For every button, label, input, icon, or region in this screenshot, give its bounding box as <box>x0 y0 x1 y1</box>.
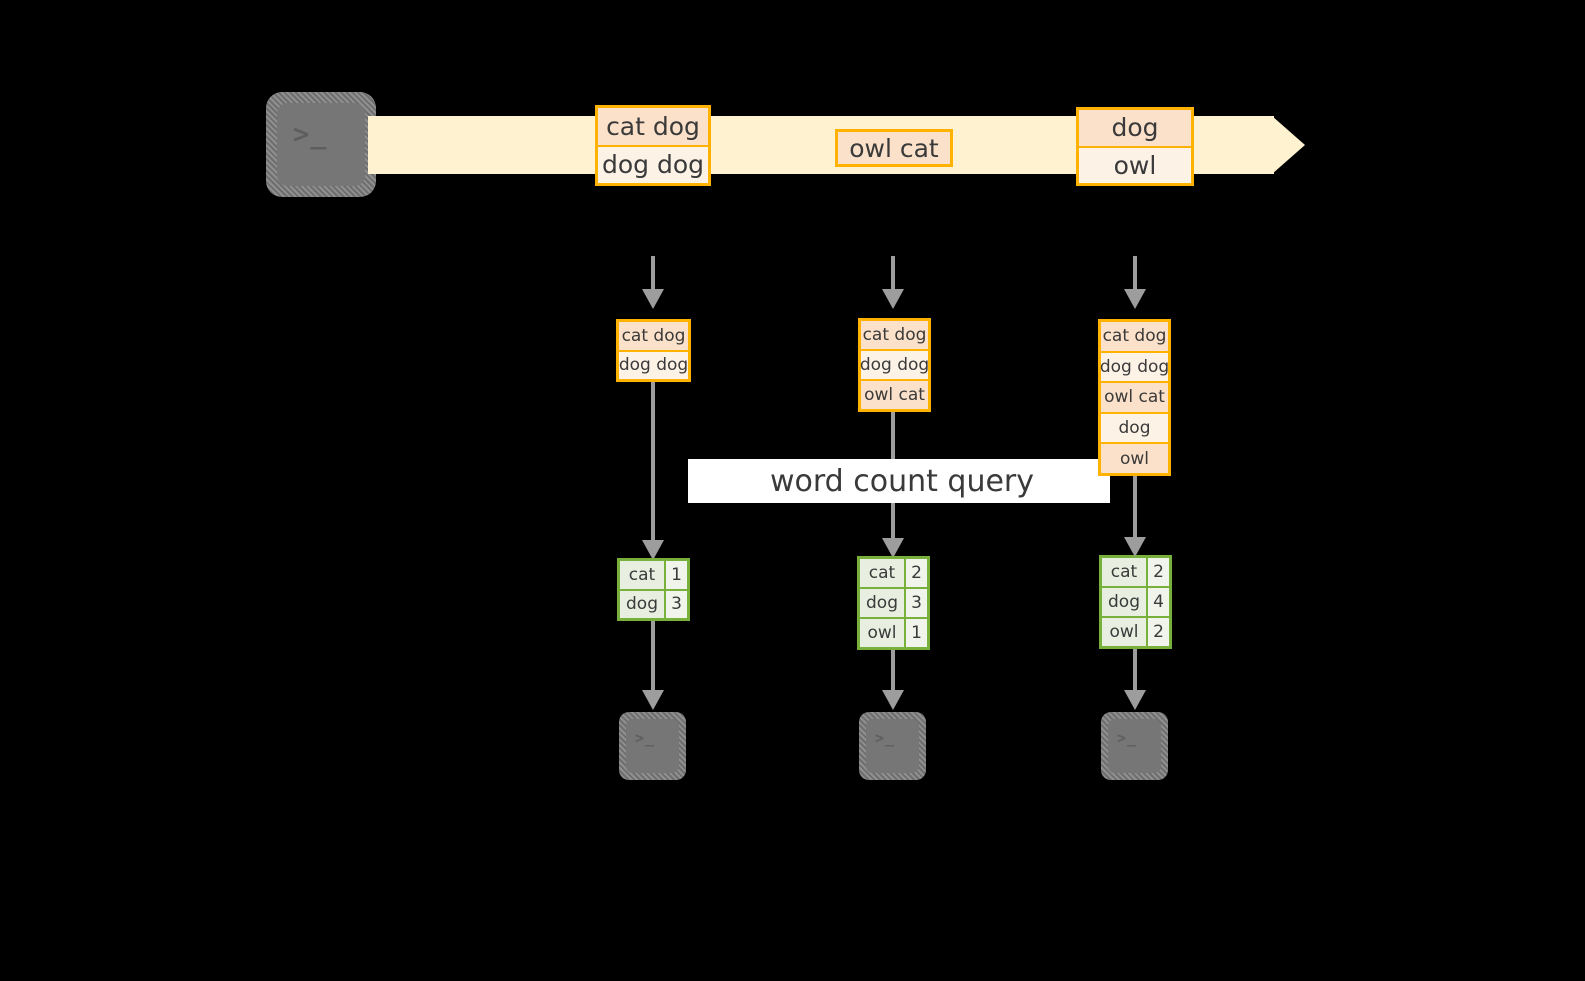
result-word: cat <box>1102 558 1148 586</box>
snapshot-3-input-box: cat dog dog dog owl cat dog owl <box>1098 319 1171 476</box>
input-line: cat dog <box>861 321 928 351</box>
terminal-prompt-glyph: >_ <box>1117 729 1138 747</box>
result-word: cat <box>620 561 666 589</box>
snapshot-1-sink-connector <box>651 621 655 694</box>
snapshot-2-query-arrowhead <box>882 538 904 558</box>
result-count: 3 <box>906 589 927 617</box>
result-count: 1 <box>666 561 687 589</box>
snapshot-1-input-box: cat dog dog dog <box>616 319 691 382</box>
terminal-screen: >_ <box>626 719 679 773</box>
stream-event-line: owl cat <box>838 132 950 164</box>
result-count: 3 <box>666 590 687 618</box>
input-line: cat dog <box>619 322 688 352</box>
result-count: 1 <box>906 619 927 647</box>
result-count: 2 <box>906 559 927 587</box>
stream-arrowhead <box>1272 116 1305 174</box>
snapshot-1-query-connector <box>651 382 655 550</box>
input-line: dog dog <box>619 351 688 379</box>
result-word: dog <box>860 589 906 617</box>
snapshot-3-sink-terminal-icon: >_ <box>1101 712 1168 780</box>
stream-tap-dash-2 <box>891 256 895 290</box>
terminal-prompt-glyph: >_ <box>875 729 896 747</box>
result-word: owl <box>860 619 906 647</box>
query-label-band: word count query <box>688 459 1110 503</box>
terminal-screen: >_ <box>1108 719 1161 773</box>
table-row: dog 3 <box>620 590 687 618</box>
table-row: owl 2 <box>1102 618 1169 646</box>
stream-tap-arrowhead-1 <box>642 289 664 309</box>
input-line: owl cat <box>861 381 928 409</box>
snapshot-2-sink-connector <box>891 650 895 694</box>
snapshot-3-query-connector <box>1133 476 1137 548</box>
snapshot-2-sink-terminal-icon: >_ <box>859 712 926 780</box>
snapshot-1-sink-arrowhead <box>642 690 664 710</box>
result-count: 4 <box>1148 588 1169 616</box>
stream-tap-arrowhead-3 <box>1124 289 1146 309</box>
input-line: owl cat <box>1101 383 1168 414</box>
input-line: dog dog <box>860 351 929 381</box>
table-row: cat 1 <box>620 561 687 591</box>
result-count: 2 <box>1148 558 1169 586</box>
snapshot-1-sink-terminal-icon: >_ <box>619 712 686 780</box>
snapshot-1-result-table: cat 1 dog 3 <box>617 558 690 621</box>
source-terminal-icon: >_ <box>266 92 376 197</box>
snapshot-2-sink-arrowhead <box>882 690 904 710</box>
result-word: owl <box>1102 618 1148 646</box>
snapshot-3-result-table: cat 2 dog 4 owl 2 <box>1099 555 1172 649</box>
table-row: cat 2 <box>1102 558 1169 588</box>
stream-event-line: owl <box>1079 147 1191 183</box>
stream-event-line: dog <box>1079 110 1191 148</box>
stream-tap-arrowhead-2 <box>882 289 904 309</box>
stream-event-line: cat dog <box>598 108 708 147</box>
stream-event-group-2: owl cat <box>835 129 953 167</box>
snapshot-2-input-box: cat dog dog dog owl cat <box>858 318 931 412</box>
stream-tap-dash-3 <box>1133 256 1137 290</box>
snapshot-3-query-arrowhead <box>1124 537 1146 557</box>
input-line: owl <box>1101 444 1168 473</box>
input-line: dog <box>1101 413 1168 445</box>
table-row: dog 3 <box>860 589 927 619</box>
snapshot-3-sink-connector <box>1133 649 1137 694</box>
stream-tap-dash-1 <box>651 256 655 290</box>
input-line: dog dog <box>1100 352 1169 384</box>
table-row: cat 2 <box>860 559 927 589</box>
stream-event-group-1: cat dog dog dog <box>595 105 711 186</box>
result-word: dog <box>620 590 666 618</box>
terminal-screen: >_ <box>277 103 365 186</box>
snapshot-3-sink-arrowhead <box>1124 690 1146 710</box>
snapshot-1-query-arrowhead <box>642 540 664 560</box>
result-count: 2 <box>1148 618 1169 646</box>
stream-event-line: dog dog <box>598 146 708 183</box>
query-label-text: word count query <box>769 463 1035 499</box>
snapshot-2-result-table: cat 2 dog 3 owl 1 <box>857 556 930 650</box>
terminal-prompt-glyph: >_ <box>293 119 328 150</box>
result-word: cat <box>860 559 906 587</box>
terminal-prompt-glyph: >_ <box>635 729 656 747</box>
terminal-screen: >_ <box>866 719 919 773</box>
table-row: owl 1 <box>860 619 927 647</box>
stream-event-group-3: dog owl <box>1076 107 1194 186</box>
result-word: dog <box>1102 588 1148 616</box>
input-line: cat dog <box>1101 322 1168 353</box>
table-row: dog 4 <box>1102 588 1169 618</box>
